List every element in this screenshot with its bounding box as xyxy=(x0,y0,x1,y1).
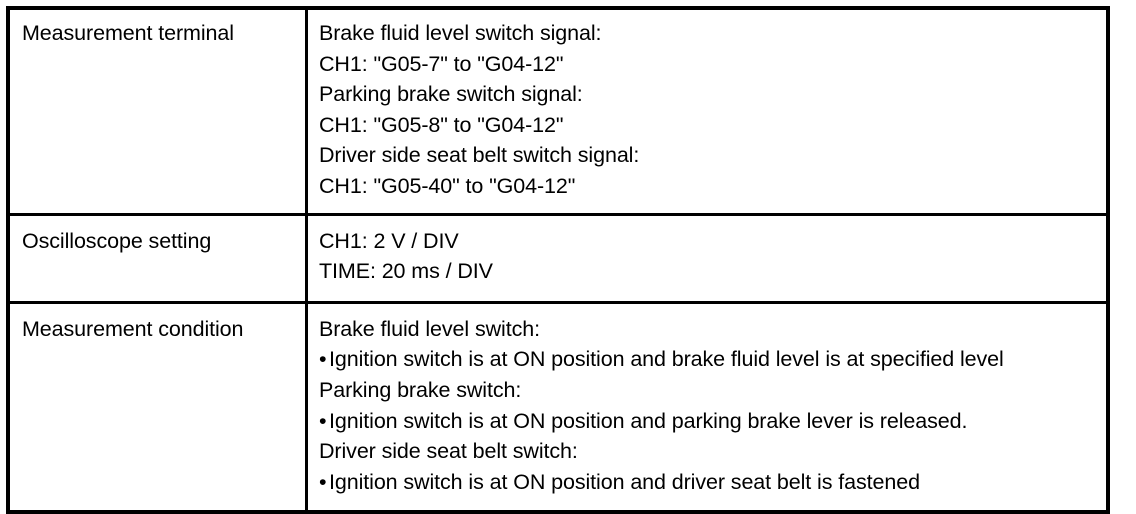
bullet-icon: • xyxy=(319,408,327,433)
value-bullet-text: Ignition switch is at ON position and br… xyxy=(329,347,1004,372)
row-label-measurement-condition: Measurement condition xyxy=(22,316,244,341)
table-row: Measurement condition Brake fluid level … xyxy=(8,302,1108,513)
row-label-measurement-terminal: Measurement terminal xyxy=(22,21,234,45)
value-bullet-line: •Ignition switch is at ON position and b… xyxy=(319,344,1106,375)
value-line: Parking brake switch signal: xyxy=(319,82,583,107)
value-line: CH1: "G05-7" to "G04-12" xyxy=(319,51,564,76)
value-line: TIME: 20 ms / DIV xyxy=(319,259,493,284)
value-line: Driver side seat belt switch: xyxy=(319,439,578,464)
measurement-specification-table: Measurement terminal Brake fluid level s… xyxy=(6,6,1110,514)
row-value-cell-measurement-condition: Brake fluid level switch: •Ignition swit… xyxy=(306,302,1108,513)
row-label-cell-oscilloscope-setting: Oscilloscope setting xyxy=(8,214,308,303)
row-label-cell-measurement-condition: Measurement condition xyxy=(8,302,308,513)
value-bullet-text: Ignition switch is at ON position and dr… xyxy=(329,469,920,494)
row-label-oscilloscope-setting: Oscilloscope setting xyxy=(22,228,212,253)
value-line: CH1: "G05-40" to "G04-12" xyxy=(319,173,576,198)
value-line: Driver side seat belt switch signal: xyxy=(319,143,640,168)
table-row: Oscilloscope setting CH1: 2 V / DIV TIME… xyxy=(8,214,1108,303)
table-body: Measurement terminal Brake fluid level s… xyxy=(8,8,1108,513)
row-value-cell-oscilloscope-setting: CH1: 2 V / DIV TIME: 20 ms / DIV xyxy=(306,214,1108,303)
value-bullet-text: Ignition switch is at ON position and pa… xyxy=(329,408,968,433)
value-line: CH1: 2 V / DIV xyxy=(319,228,459,253)
row-label-cell-measurement-terminal: Measurement terminal xyxy=(8,8,308,215)
bullet-icon: • xyxy=(319,469,327,494)
value-line: Brake fluid level switch signal: xyxy=(319,21,602,45)
value-line: CH1: "G05-8" to "G04-12" xyxy=(319,112,564,137)
value-line: Parking brake switch: xyxy=(319,377,522,402)
row-value-cell-measurement-terminal: Brake fluid level switch signal: CH1: "G… xyxy=(306,8,1108,215)
specification-sheet: Measurement terminal Brake fluid level s… xyxy=(6,6,1110,514)
value-bullet-line: •Ignition switch is at ON position and p… xyxy=(319,406,1106,437)
value-line: Brake fluid level switch: xyxy=(319,316,540,341)
table-row: Measurement terminal Brake fluid level s… xyxy=(8,8,1108,215)
value-bullet-line: •Ignition switch is at ON position and d… xyxy=(319,467,1106,498)
bullet-icon: • xyxy=(319,347,327,372)
